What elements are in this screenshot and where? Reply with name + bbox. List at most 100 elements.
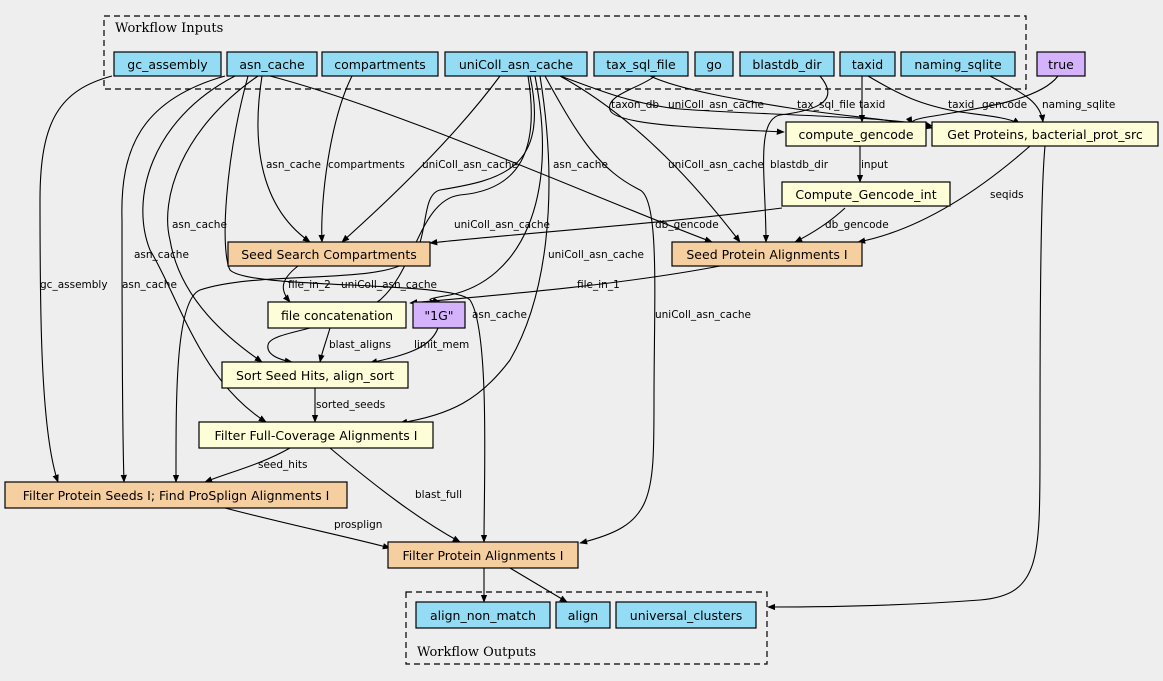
node-filter-protein-alignments[interactable]: Filter Protein Alignments I	[387, 541, 579, 569]
edge-blastdb	[762, 75, 829, 243]
node-compute-gencode-int[interactable]: Compute_Gencode_int	[781, 181, 951, 207]
edge-asn-filteralign	[224, 75, 488, 543]
node-naming-sqlite[interactable]: naming_sqlite	[900, 51, 1016, 77]
edge-label-unicoll-concat: uniColl_asn_cache	[341, 279, 437, 291]
edge-label-unicoll-seedprot: uniColl_asn_cache	[668, 159, 764, 171]
edge-label-sorted-seeds: sorted_seeds	[316, 399, 385, 411]
edge-asn-seedprot	[269, 75, 713, 243]
svg-text:align: align	[568, 608, 598, 623]
edge-label-taxid-gencode: taxid	[859, 99, 885, 111]
edge-to-align	[509, 567, 568, 603]
svg-text:Filter Protein Seeds I; Find P: Filter Protein Seeds I; Find ProSplign A…	[23, 488, 330, 503]
edge-naming-sqlite	[989, 75, 1046, 123]
node-align-non-match[interactable]: align_non_match	[415, 601, 551, 629]
edge-label-asn-seedsearch: asn_cache	[266, 159, 321, 171]
edge-label-tax-sql-file: tax_sql_file	[797, 99, 855, 111]
edge-label-seqids: seqids	[990, 189, 1024, 201]
edge-label-file-in-2: file_in_2	[288, 279, 331, 291]
node-go[interactable]: go	[694, 51, 734, 77]
edge-asn-filterfull	[142, 75, 267, 423]
node-true-literal[interactable]: true	[1036, 51, 1086, 77]
edge-unicoll-seedsearch	[341, 75, 501, 243]
svg-text:tax_sql_file: tax_sql_file	[606, 57, 676, 72]
workflow-inputs-label: Workflow Inputs	[115, 21, 223, 36]
edge-label-blastdb-dir: blastdb_dir	[770, 159, 829, 171]
edge-taxid-getprot	[867, 75, 1021, 125]
node-filter-protein-seeds[interactable]: Filter Protein Seeds I; Find ProSplign A…	[4, 481, 348, 509]
edge-label-blast-full: blast_full	[415, 489, 462, 501]
edge-label-asn-filterseeds: asn_cache	[122, 279, 177, 291]
edge-label-taxid-getprot: taxid	[948, 99, 974, 111]
workflow-outputs-cluster: Workflow Outputs	[405, 591, 768, 665]
svg-text:"1G": "1G"	[424, 308, 453, 323]
edge-label-unicoll-sort: uniColl_asn_cache	[454, 219, 550, 231]
node-gc-assembly[interactable]: gc_assembly	[113, 51, 222, 77]
edge-label-blast-aligns: blast_aligns	[329, 339, 391, 351]
node-compute-gencode[interactable]: compute_gencode	[785, 121, 927, 147]
node-unicoll-asn-cache[interactable]: uniColl_asn_cache	[444, 51, 588, 77]
svg-text:asn_cache: asn_cache	[239, 57, 305, 72]
edge-label-compartments: compartments	[328, 159, 405, 171]
edge-label-unicoll-filterfull: uniColl_asn_cache	[548, 249, 644, 261]
node-file-concatenation[interactable]: file concatenation	[267, 301, 407, 329]
svg-text:compute_gencode: compute_gencode	[798, 127, 913, 142]
edge-label-asn-filterfull: asn_cache	[134, 249, 189, 261]
svg-text:uniColl_asn_cache: uniColl_asn_cache	[459, 57, 574, 72]
edge-taxon-db	[609, 75, 785, 135]
svg-text:true: true	[1048, 57, 1074, 72]
edge-label-gencode: gencode	[982, 99, 1027, 111]
svg-text:Compute_Gencode_int: Compute_Gencode_int	[795, 187, 936, 202]
edge-label-seed-hits: seed_hits	[258, 459, 307, 471]
svg-text:align_non_match: align_non_match	[430, 608, 536, 623]
edge-blast-aligns	[318, 327, 331, 363]
node-align[interactable]: align	[555, 601, 611, 629]
node-1g-literal[interactable]: "1G"	[412, 301, 466, 329]
edge-label-asn-sort: asn_cache	[172, 219, 227, 231]
node-seed-protein-alignments[interactable]: Seed Protein Alignments I	[671, 241, 863, 267]
edge-gencode	[905, 75, 1059, 125]
edge-unicoll-sort	[267, 75, 532, 364]
workflow-inputs-cluster: Workflow Inputs	[103, 15, 1027, 90]
edge-to-universal-clusters	[767, 145, 1046, 611]
svg-text:Seed Protein Alignments I: Seed Protein Alignments I	[686, 247, 847, 262]
svg-text:go: go	[706, 57, 722, 72]
edge-label-dbgencode-prot: db_gencode	[825, 219, 889, 231]
svg-text:Get Proteins, bacterial_prot_s: Get Proteins, bacterial_prot_src	[947, 127, 1143, 142]
edge-label-unicoll-filteralign: uniColl_asn_cache	[655, 309, 751, 321]
edge-compartments	[318, 75, 353, 243]
node-get-proteins[interactable]: Get Proteins, bacterial_prot_src	[931, 121, 1159, 147]
svg-text:Seed Search Compartments: Seed Search Compartments	[241, 247, 417, 262]
workflow-outputs-label: Workflow Outputs	[417, 645, 536, 660]
edge-limit-mem	[369, 327, 439, 365]
edge-dbgencode-search	[429, 207, 783, 246]
edge-tax-sql-getprot	[649, 75, 933, 130]
node-blastdb-dir[interactable]: blastdb_dir	[739, 51, 835, 77]
node-seed-search-compartments[interactable]: Seed Search Compartments	[227, 241, 431, 267]
edge-label-unicoll-seedsearch: uniColl_asn_cache	[422, 159, 518, 171]
svg-text:file concatenation: file concatenation	[281, 308, 393, 323]
edge-label-asn-filteralign: asn_cache	[472, 309, 527, 321]
edge-unicoll-seedprot	[559, 75, 741, 243]
svg-text:Sort Seed Hits, align_sort: Sort Seed Hits, align_sort	[236, 368, 394, 383]
edge-file-in-2	[282, 265, 299, 303]
edge-dbgencode-prot	[794, 207, 846, 243]
node-universal-clusters[interactable]: universal_clusters	[615, 601, 757, 629]
edge-label-limit-mem: limit_mem	[414, 339, 469, 351]
node-asn-cache[interactable]: asn_cache	[226, 51, 318, 77]
edge-asn-seedsearch	[257, 75, 311, 243]
svg-text:gc_assembly: gc_assembly	[127, 57, 208, 72]
edge-file-in-1	[409, 265, 721, 306]
edge-unicoll-filteralign	[544, 75, 656, 545]
edge-gc-assembly	[39, 75, 113, 483]
edge-label-dbgencode-search: db_gencode	[655, 219, 719, 231]
edge-label-naming-sqlite: naming_sqlite	[1042, 99, 1115, 111]
edge-asn-sort	[167, 75, 263, 363]
node-tax-sql-file[interactable]: tax_sql_file	[593, 51, 689, 77]
node-sort-seed-hits[interactable]: Sort Seed Hits, align_sort	[221, 361, 409, 389]
edge-seed-hits	[204, 447, 291, 483]
node-filter-full-coverage[interactable]: Filter Full-Coverage Alignments I	[198, 421, 434, 449]
edge-label-gc-assembly: gc_assembly	[40, 279, 108, 291]
node-compartments[interactable]: compartments	[321, 51, 439, 77]
node-taxid[interactable]: taxid	[839, 51, 896, 77]
